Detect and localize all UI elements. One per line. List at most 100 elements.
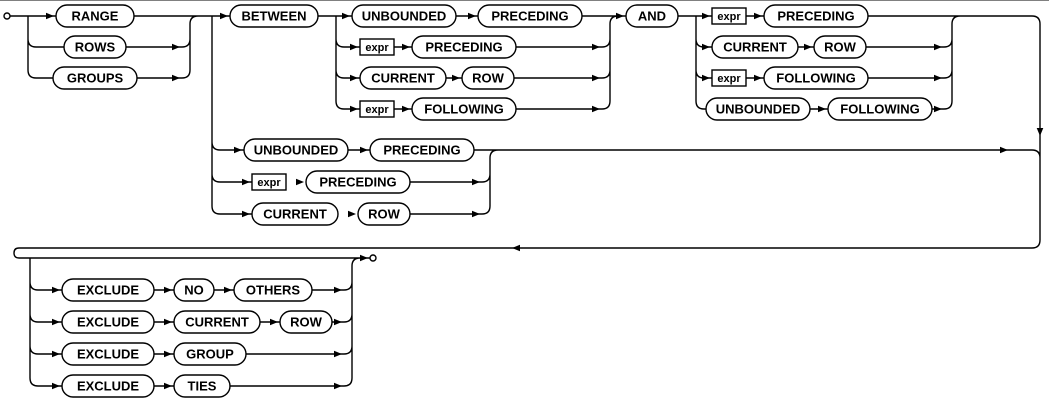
node-preceding-4-shape [369,138,475,162]
node-following-3-shape [827,97,933,121]
node-current-2: CURRENT [711,35,799,59]
node-preceding-2: PRECEDING [411,35,517,59]
end-terminal [369,254,377,262]
node-expr-1-shape [359,38,395,56]
node-no: NO [173,278,215,302]
node-current-4-shape [173,310,261,334]
node-and: AND [625,4,679,28]
node-following-3-label: FOLLOWING [840,102,919,117]
node-preceding-1: PRECEDING [477,4,583,28]
node-current-1: CURRENT [359,66,447,90]
node-current-3-shape [251,202,339,226]
node-exclude-1-shape [61,278,155,302]
node-row-4: ROW [279,310,333,334]
node-current-3: CURRENT [251,202,339,226]
node-ties-label: TIES [188,379,217,394]
node-exclude-1-label: EXCLUDE [77,283,139,298]
node-exclude-2-label: EXCLUDE [77,315,139,330]
node-exclude-3-label: EXCLUDE [77,347,139,362]
node-row-1-shape [461,66,515,90]
node-current-3-label: CURRENT [263,207,327,222]
node-row-1-label: ROW [472,71,505,86]
node-between-shape [229,4,319,28]
node-following-2: FOLLOWING [763,66,869,90]
node-following-1-shape [411,97,517,121]
node-row-3-label: ROW [368,207,401,222]
node-row-4-shape [279,310,333,334]
node-preceding-1-label: PRECEDING [491,9,568,24]
node-expr-5-label: expr [257,177,281,189]
node-group-shape [173,342,247,366]
node-preceding-3-label: PRECEDING [777,9,854,24]
node-preceding-5-label: PRECEDING [319,175,396,190]
node-expr-4-shape [711,69,747,87]
node-exclude-4-label: EXCLUDE [77,379,139,394]
node-preceding-2-label: PRECEDING [425,40,502,55]
node-current-2-label: CURRENT [723,40,787,55]
node-row-2: ROW [813,35,867,59]
node-row-4-label: ROW [290,315,323,330]
node-row-2-shape [813,35,867,59]
node-expr-2-shape [359,100,395,118]
node-group-label: GROUP [186,347,234,362]
node-expr-3: expr [711,7,747,25]
node-range: RANGE [55,4,135,28]
node-unbounded-2: UNBOUNDED [705,97,811,121]
node-exclude-4: EXCLUDE [61,374,155,398]
node-expr-4: expr [711,69,747,87]
node-others-label: OTHERS [246,283,301,298]
node-and-label: AND [638,9,666,24]
node-no-shape [173,278,215,302]
node-unbounded-2-label: UNBOUNDED [716,102,801,117]
node-rows-shape [63,35,127,59]
node-expr-5-shape [251,173,287,191]
node-range-shape [55,4,135,28]
start-terminal [3,12,11,20]
node-exclude-3: EXCLUDE [61,342,155,366]
node-unbounded-1-shape [351,4,457,28]
node-ties-shape [173,374,231,398]
node-unbounded-1: UNBOUNDED [351,4,457,28]
node-exclude-2: EXCLUDE [61,310,155,334]
node-rows: ROWS [63,35,127,59]
node-expr-3-shape [711,7,747,25]
node-row-1: ROW [461,66,515,90]
node-current-4-label: CURRENT [185,315,249,330]
node-ties: TIES [173,374,231,398]
node-unbounded-3: UNBOUNDED [243,138,349,162]
node-groups-label: GROUPS [67,71,124,86]
node-row-2-label: ROW [824,40,857,55]
node-current-1-label: CURRENT [371,71,435,86]
node-expr-2: expr [359,100,395,118]
node-exclude-2-shape [61,310,155,334]
node-following-2-shape [763,66,869,90]
node-following-3: FOLLOWING [827,97,933,121]
node-unbounded-3-label: UNBOUNDED [254,143,339,158]
node-groups-shape [52,66,138,90]
node-preceding-4: PRECEDING [369,138,475,162]
node-expr-1: expr [359,38,395,56]
node-preceding-3: PRECEDING [763,4,869,28]
node-rows-label: ROWS [75,40,116,55]
node-preceding-1-shape [477,4,583,28]
node-unbounded-2-shape [705,97,811,121]
node-preceding-5-shape [305,170,411,194]
node-row-3-shape [357,202,411,226]
node-others: OTHERS [233,278,313,302]
node-expr-2-label: expr [365,104,389,116]
node-exclude-3-shape [61,342,155,366]
node-current-1-shape [359,66,447,90]
node-unbounded-1-label: UNBOUNDED [362,9,447,24]
node-between: BETWEEN [229,4,319,28]
node-preceding-3-shape [763,4,869,28]
node-preceding-5: PRECEDING [305,170,411,194]
node-preceding-2-shape [411,35,517,59]
node-following-1: FOLLOWING [411,97,517,121]
node-expr-1-label: expr [365,42,389,54]
node-row-3: ROW [357,202,411,226]
node-group: GROUP [173,342,247,366]
node-preceding-4-label: PRECEDING [383,143,460,158]
node-expr-5: expr [251,173,287,191]
node-following-2-label: FOLLOWING [776,71,855,86]
